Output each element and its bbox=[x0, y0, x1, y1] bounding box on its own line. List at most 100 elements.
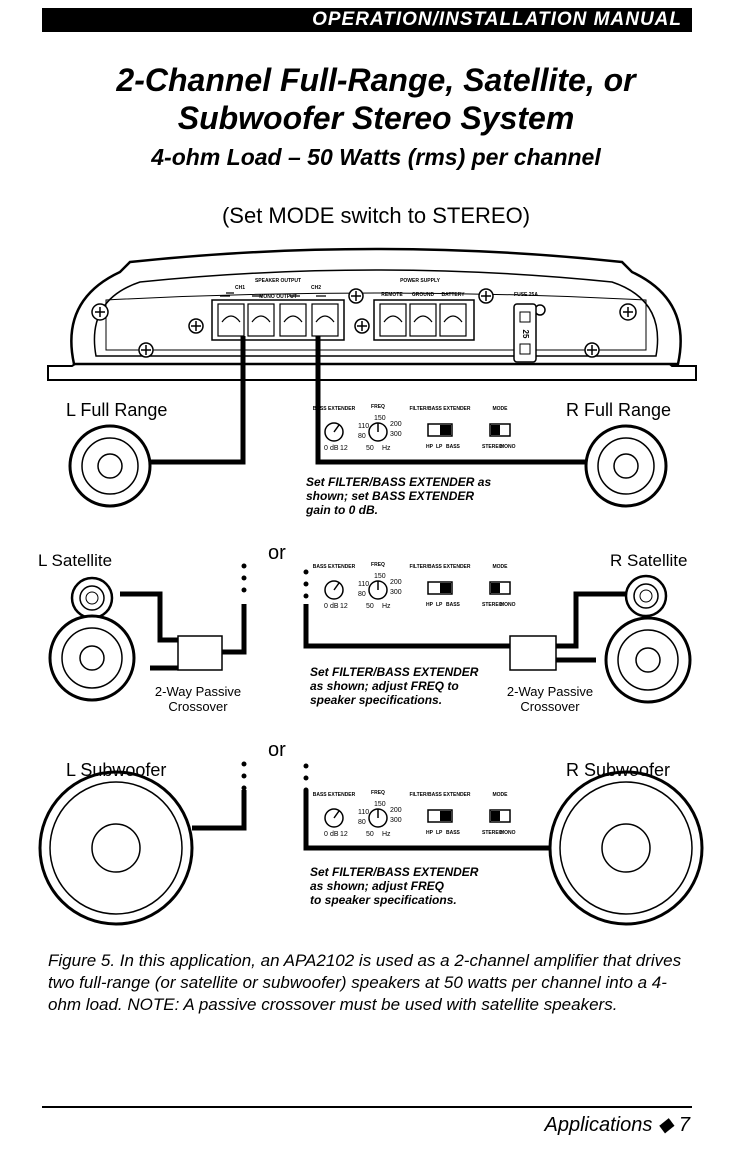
figure-caption: Figure 5. In this application, an APA210… bbox=[48, 951, 682, 1014]
footer-rule bbox=[42, 1106, 692, 1108]
full-range-note-line1: Set FILTER/BASS EXTENDER as bbox=[306, 475, 491, 489]
satellite-note-line3: speaker specifications. bbox=[310, 693, 442, 707]
left-crossover-label-line2: Crossover bbox=[168, 699, 228, 714]
bass-label: BASS bbox=[446, 602, 461, 608]
freq-150-label: 150 bbox=[374, 801, 386, 808]
freq-80-label: 80 bbox=[358, 819, 366, 826]
right-subwoofer-icon bbox=[548, 770, 704, 926]
ch2-label: CH2 bbox=[311, 285, 321, 291]
freq-hz-label: Hz bbox=[382, 445, 391, 452]
bass-extender-gain-knob-icon bbox=[324, 580, 344, 600]
freq-80-label: 80 bbox=[358, 433, 366, 440]
freq-300-label: 300 bbox=[390, 817, 402, 824]
wiring-diagram: SPEAKER OUTPUT CH1 CH2 MONO OUTPUT POWER… bbox=[38, 247, 704, 926]
freq-knob-icon bbox=[368, 580, 388, 600]
freq-50-label: 50 bbox=[366, 603, 374, 610]
gain-0-label: 0 bbox=[324, 831, 328, 838]
freq-110-label: 110 bbox=[358, 581, 369, 588]
freq-hz-label: Hz bbox=[382, 603, 391, 610]
left-satellite-woofer-icon bbox=[48, 614, 136, 702]
freq-300-label: 300 bbox=[390, 431, 402, 438]
filter-switch-icon bbox=[427, 809, 453, 823]
footer-section: Applications bbox=[544, 1114, 653, 1136]
or-divider-2: or bbox=[268, 739, 286, 761]
freq-200-label: 200 bbox=[390, 579, 402, 586]
right-satellite-woofer-icon bbox=[604, 616, 692, 704]
fuse-label: FUSE 25A bbox=[514, 292, 538, 298]
freq-label: FREQ bbox=[371, 790, 385, 796]
subwoofer-note-line2: as shown; adjust FREQ bbox=[310, 879, 445, 893]
freq-hz-label: Hz bbox=[382, 831, 391, 838]
filter-bass-extender-label: FILTER/BASS EXTENDER bbox=[409, 792, 470, 798]
mode-switch-icon bbox=[489, 423, 511, 437]
bass-extender-label: BASS EXTENDER bbox=[313, 406, 356, 412]
page-title-line2: Subwoofer Stereo System bbox=[177, 100, 575, 136]
stereo-label: STEREO bbox=[482, 602, 503, 608]
freq-label: FREQ bbox=[371, 562, 385, 568]
freq-knob-icon bbox=[368, 808, 388, 828]
gain-12-label: 12 bbox=[340, 831, 348, 838]
freq-80-label: 80 bbox=[358, 591, 366, 598]
hp-label: HP bbox=[426, 830, 434, 836]
left-full-range-label: L Full Range bbox=[66, 400, 167, 420]
speaker-output-label: SPEAKER OUTPUT bbox=[255, 278, 301, 284]
filter-switch-icon bbox=[427, 581, 453, 595]
left-crossover-label-line1: 2-Way Passive bbox=[155, 684, 241, 699]
freq-150-label: 150 bbox=[374, 415, 386, 422]
right-full-range-speaker-icon bbox=[584, 424, 668, 508]
footer-page-number: 7 bbox=[678, 1114, 690, 1136]
mono-label: MONO bbox=[500, 602, 516, 608]
mode-label: MODE bbox=[493, 564, 509, 570]
or-divider-1: or bbox=[268, 542, 286, 564]
gain-db-label: dB bbox=[330, 603, 339, 610]
stereo-label: STEREO bbox=[482, 830, 503, 836]
freq-110-label: 110 bbox=[358, 809, 369, 816]
freq-label: FREQ bbox=[371, 404, 385, 410]
left-crossover-box bbox=[177, 635, 223, 671]
control-panel-subwoofer: BASS EXTENDER FREQ FILTER/BASS EXTENDER … bbox=[313, 790, 516, 838]
gain-0-label: 0 bbox=[324, 603, 328, 610]
satellite-note-line2: as shown; adjust FREQ to bbox=[310, 679, 459, 693]
gain-db-label: dB bbox=[330, 831, 339, 838]
continuation-dots bbox=[241, 563, 309, 793]
page-subtitle: 4-ohm Load – 50 Watts (rms) per channel bbox=[151, 144, 601, 170]
mode-switch-icon bbox=[489, 809, 511, 823]
footer-bullet: ◆ bbox=[657, 1114, 674, 1136]
right-full-range-label: R Full Range bbox=[566, 400, 671, 420]
ground-label: GROUND bbox=[412, 292, 435, 298]
bass-extender-label: BASS EXTENDER bbox=[313, 564, 356, 570]
right-crossover-label-line2: Crossover bbox=[520, 699, 580, 714]
bass-label: BASS bbox=[446, 830, 461, 836]
freq-200-label: 200 bbox=[390, 807, 402, 814]
filter-bass-extender-label: FILTER/BASS EXTENDER bbox=[409, 406, 470, 412]
subwoofer-note-line3: to speaker specifications. bbox=[310, 893, 457, 907]
mode-label: MODE bbox=[493, 792, 509, 798]
satellite-note-line1: Set FILTER/BASS EXTENDER bbox=[310, 665, 479, 679]
freq-300-label: 300 bbox=[390, 589, 402, 596]
left-satellite-tweeter-icon bbox=[70, 576, 114, 620]
mono-label: MONO bbox=[500, 830, 516, 836]
ch1-label: CH1 bbox=[235, 285, 245, 291]
mono-label: MONO bbox=[500, 444, 516, 450]
right-subwoofer-label: R Subwoofer bbox=[566, 760, 670, 780]
bass-label: BASS bbox=[446, 444, 461, 450]
freq-50-label: 50 bbox=[366, 831, 374, 838]
control-panel-full-range: BASS EXTENDER FREQ FILTER/BASS EXTENDER … bbox=[313, 404, 516, 452]
filter-bass-extender-label: FILTER/BASS EXTENDER bbox=[409, 564, 470, 570]
bass-extender-gain-knob-icon bbox=[324, 422, 344, 442]
mono-output-label: MONO OUTPUT bbox=[259, 294, 297, 300]
amplifier: SPEAKER OUTPUT CH1 CH2 MONO OUTPUT POWER… bbox=[47, 247, 697, 381]
freq-110-label: 110 bbox=[358, 423, 369, 430]
remote-label: REMOTE bbox=[381, 292, 403, 298]
manual-banner: OPERATION/INSTALLATION MANUAL bbox=[42, 8, 692, 32]
subwoofer-note-line1: Set FILTER/BASS EXTENDER bbox=[310, 865, 479, 879]
freq-50-label: 50 bbox=[366, 445, 374, 452]
filter-switch-icon bbox=[427, 423, 453, 437]
right-crossover-label-line1: 2-Way Passive bbox=[507, 684, 593, 699]
page-footer: Applications ◆ 7 bbox=[545, 1112, 690, 1137]
hp-label: HP bbox=[426, 444, 434, 450]
right-crossover-box bbox=[509, 635, 557, 671]
freq-200-label: 200 bbox=[390, 421, 402, 428]
freq-150-label: 150 bbox=[374, 573, 386, 580]
power-supply-label: POWER SUPPLY bbox=[400, 278, 440, 284]
